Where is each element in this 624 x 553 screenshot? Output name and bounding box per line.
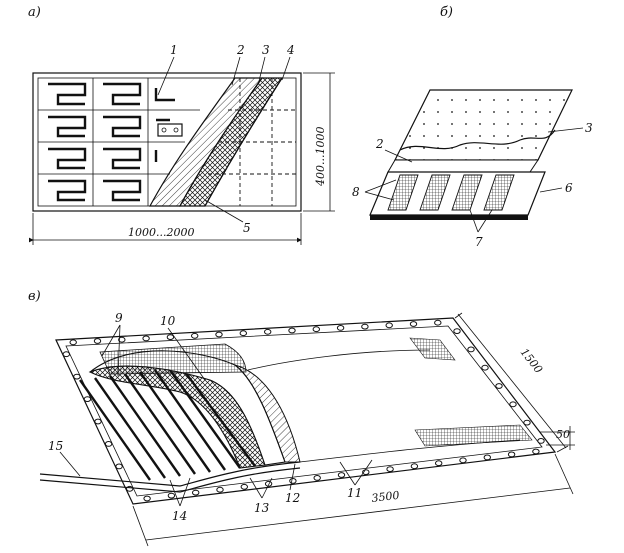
grommet (336, 325, 345, 331)
callout-11: 11 (347, 486, 362, 500)
grommet (192, 489, 200, 496)
grommet (104, 441, 113, 447)
dimension-height: 400...1000 (314, 127, 327, 187)
panel-label-b: б) (440, 5, 453, 20)
grommet (93, 338, 102, 344)
grommet (507, 451, 516, 458)
grommet (313, 475, 321, 481)
figure-c: в) 9 (28, 289, 575, 547)
heating-wire (48, 82, 175, 202)
callout-3: 3 (262, 43, 270, 57)
heating-strips (387, 174, 515, 211)
callout-1: 1 (170, 43, 178, 57)
callout-13: 13 (254, 501, 270, 515)
panel-label-c: в) (28, 289, 41, 304)
callouts-c: 9 10 11 12 13 14 15 (48, 311, 373, 523)
grommet (459, 457, 467, 464)
grommet (410, 463, 419, 470)
callout-b-7: 7 (475, 235, 483, 249)
grommet (337, 472, 346, 478)
grommet (118, 336, 126, 343)
panel-label-a: а) (28, 5, 41, 20)
grommet (191, 332, 199, 339)
grommet (467, 346, 475, 353)
middle-layer (387, 159, 539, 173)
grommet (453, 328, 461, 335)
blanket-outline (55, 317, 557, 505)
callouts-b: 2 3 6 7 8 (352, 121, 593, 249)
callout-5: 5 (243, 221, 251, 235)
grommet (386, 466, 394, 473)
callout-9: 9 (115, 311, 123, 325)
grommet (166, 334, 175, 341)
grommet (409, 321, 418, 327)
callout-2: 2 (236, 43, 245, 57)
grommet (495, 383, 503, 389)
dimension-length: 3500 (371, 489, 400, 505)
torn-edge (399, 129, 556, 151)
grommet (240, 483, 249, 490)
callout-b-2: 2 (375, 137, 384, 151)
grommet (537, 438, 545, 444)
grommet (481, 364, 489, 371)
dimensions-a: 1000...2000 400...1000 (29, 72, 335, 245)
cover-layer (394, 89, 573, 161)
callout-10: 10 (160, 314, 176, 328)
callout-15: 15 (48, 439, 63, 453)
grommet (94, 418, 102, 425)
figure-a: а) (28, 5, 335, 245)
terminal-block (157, 123, 183, 137)
callout-14: 14 (172, 509, 187, 523)
grommet (434, 319, 442, 326)
grommet (215, 331, 223, 338)
grommet (312, 326, 320, 333)
grommet (264, 328, 272, 335)
grommet (216, 486, 224, 493)
dimension-margin: 50 (556, 428, 570, 441)
grommet (83, 396, 92, 403)
power-cable (39, 473, 181, 493)
callout-b-8: 8 (352, 185, 360, 199)
grommet (483, 454, 491, 461)
callout-b-6: 6 (565, 181, 573, 195)
top-sheet-fold (99, 343, 247, 375)
dimension-width: 1000...2000 (128, 226, 194, 239)
grommet (62, 351, 71, 358)
grommets (62, 319, 545, 502)
figure-b: б) 2 3 6 7 8 (352, 5, 593, 249)
grommet (69, 339, 77, 346)
grommet (288, 327, 296, 334)
callout-b-3: 3 (585, 121, 593, 135)
grommet (167, 492, 176, 499)
grommet (239, 330, 248, 337)
grommet (264, 480, 273, 487)
grommet (385, 322, 393, 329)
callouts-a: 1 2 3 4 5 (157, 43, 295, 235)
grommet (532, 448, 540, 455)
grommet (289, 478, 297, 484)
grommet (73, 373, 81, 380)
grommet (143, 495, 151, 502)
callout-12: 12 (285, 491, 300, 505)
grommet (361, 323, 369, 330)
grommet (509, 401, 517, 408)
callout-4: 4 (286, 43, 295, 57)
grommet (142, 335, 150, 342)
grommet (115, 463, 123, 470)
dimension-width: 1500 (518, 346, 545, 376)
top-layer-edge (204, 77, 283, 207)
grommet (523, 419, 531, 426)
grommet (435, 460, 443, 467)
